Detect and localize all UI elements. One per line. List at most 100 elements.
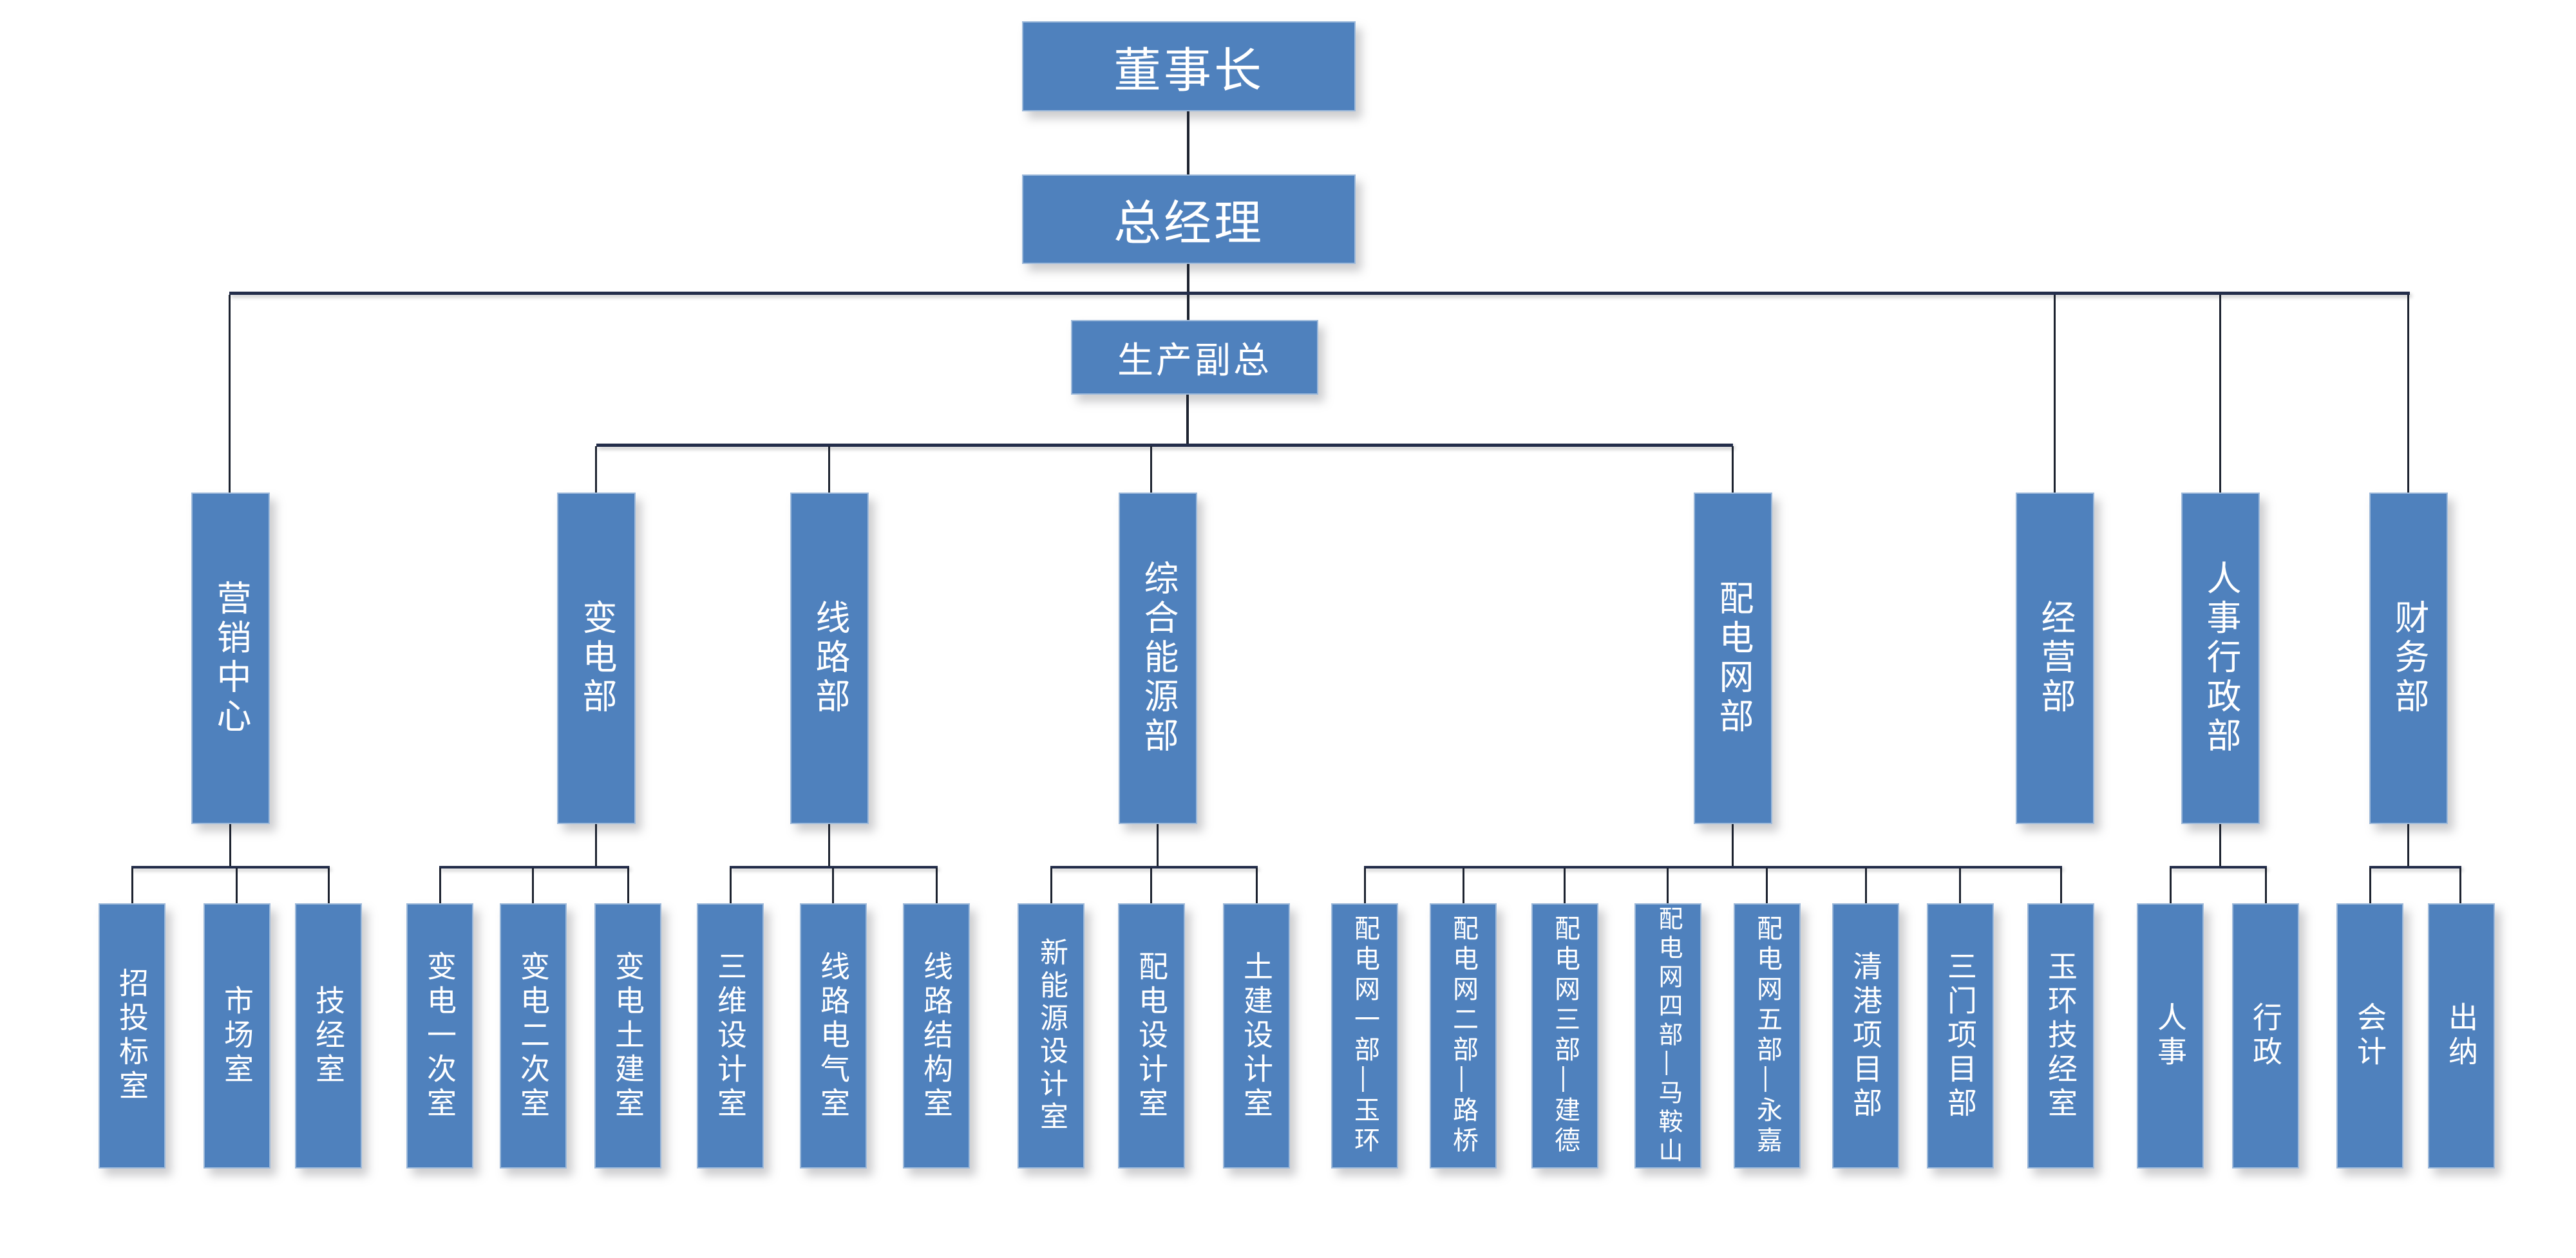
dept-label: 人事行政部 [2201,560,2240,756]
dept-hr-admin: 人事行政部 [2181,493,2260,824]
connector-bus1 [229,292,2410,295]
office-label: 玉环技经室 [2044,950,2078,1122]
office-admin: 行政 [2232,903,2299,1169]
node-label: 总经理 [1113,196,1264,250]
connector-stub [1865,868,1867,903]
office-substation-civil: 变电土建室 [594,903,661,1169]
office-label: 三门项目部 [1944,950,1977,1122]
connector-stub [439,868,441,903]
office-distribution-3-jiande: 配电网三部—建德 [1531,903,1598,1169]
office-3d-design: 三维设计室 [697,903,764,1169]
connector-stub [1766,868,1768,903]
connector-bus-finance [2369,866,2461,868]
connector-bus1-operations [2054,295,2056,493]
office-label: 技经室 [312,984,345,1087]
connector-feed-finance [2407,824,2409,867]
connector-bus2-energy [1150,446,1152,493]
office-label: 招投标室 [115,968,149,1104]
connector-stub [236,868,238,903]
office-label: 出纳 [2445,1002,2478,1070]
node-general-manager: 总经理 [1022,174,1356,264]
node-label: 董事长 [1113,43,1264,97]
connector-stub [2060,868,2062,903]
node-chairman: 董事长 [1022,21,1356,111]
office-accounting: 会计 [2336,903,2403,1169]
office-label: 线路结构室 [920,950,953,1122]
connector-bus1-finance [2407,295,2409,493]
connector-stub [2265,868,2267,903]
connector-stub [627,868,629,903]
connector-feed-energy [1157,824,1159,867]
dept-label: 配电网部 [1714,579,1752,737]
office-label: 线路电气室 [817,950,850,1122]
connector-bus2-substation [595,446,597,493]
dept-operations: 经营部 [2016,493,2094,824]
connector-chairman-gm [1187,111,1189,174]
connector-feed-line [828,824,830,867]
office-line-structure: 线路结构室 [903,903,970,1169]
connector-feed-marketing [229,824,231,867]
connector-stub [1564,868,1566,903]
connector-stub [832,868,834,903]
office-bidding: 招投标室 [99,903,166,1169]
office-label: 变电二次室 [516,950,550,1122]
office-civil-design: 土建设计室 [1223,903,1290,1169]
connector-stub [1256,868,1258,903]
connector-stub [2369,868,2371,903]
office-substation-secondary: 变电二次室 [500,903,567,1169]
connector-stub [1150,868,1152,903]
connector-bus-substation [439,866,629,868]
office-distribution-design: 配电设计室 [1118,903,1185,1169]
connector-bus-line [730,866,938,868]
dept-substation: 变电部 [557,493,636,824]
office-label: 配电网五部—永嘉 [1753,915,1781,1157]
connector-bus1-hr-admin [2219,295,2221,493]
dept-label: 综合能源部 [1139,560,1177,756]
office-hr: 人事 [2137,903,2204,1169]
connector-stub [131,868,133,903]
office-label: 会计 [2353,1002,2387,1070]
dept-label: 财务部 [2389,599,2428,717]
office-substation-primary: 变电一次室 [406,903,473,1169]
node-production-vp: 生产副总 [1071,320,1318,395]
office-distribution-4-maanshan: 配电网四部—马鞍山 [1634,903,1701,1169]
office-label: 变电一次室 [423,950,457,1122]
office-label: 新能源设计室 [1036,937,1067,1134]
connector-stub [1667,868,1669,903]
dept-label: 经营部 [2036,599,2074,717]
office-label: 配电网三部—建德 [1551,915,1579,1157]
office-new-energy-design: 新能源设计室 [1018,903,1084,1169]
connector-stub [1050,868,1052,903]
connector-bus-hr-admin [2170,866,2267,868]
connector-stub [936,868,938,903]
office-cashier: 出纳 [2428,903,2495,1169]
connector-stub [2459,868,2461,903]
office-label: 三维设计室 [714,950,747,1122]
connector-bus1-vp [1187,295,1189,320]
connector-bus1-marketing [229,295,231,493]
connector-gm-bus1 [1187,264,1189,293]
office-market: 市场室 [204,903,270,1169]
connector-bus-energy [1050,866,1258,868]
dept-comprehensive-energy: 综合能源部 [1119,493,1197,824]
connector-stub [1364,868,1366,903]
dept-label: 营销中心 [211,579,250,737]
dept-label: 变电部 [577,599,616,717]
connector-stub [328,868,330,903]
office-distribution-1-yuhuan: 配电网一部—玉环 [1331,903,1398,1169]
office-tech-economics: 技经室 [295,903,362,1169]
office-label: 配电网二部—路桥 [1449,915,1477,1157]
office-label: 土建设计室 [1240,950,1273,1122]
dept-finance: 财务部 [2369,493,2448,824]
connector-bus-distribution [1364,866,2062,868]
connector-feed-hr-admin [2219,824,2221,867]
office-line-electrical: 线路电气室 [800,903,867,1169]
connector-feed-distribution [1732,824,1734,867]
dept-marketing-center: 营销中心 [191,493,270,824]
connector-stub [1959,868,1961,903]
connector-bus2-distribution [1732,446,1734,493]
dept-distribution-network: 配电网部 [1694,493,1772,824]
office-yuhuan-tech-economics: 玉环技经室 [2027,903,2094,1169]
office-distribution-2-luqiao: 配电网二部—路桥 [1430,903,1497,1169]
